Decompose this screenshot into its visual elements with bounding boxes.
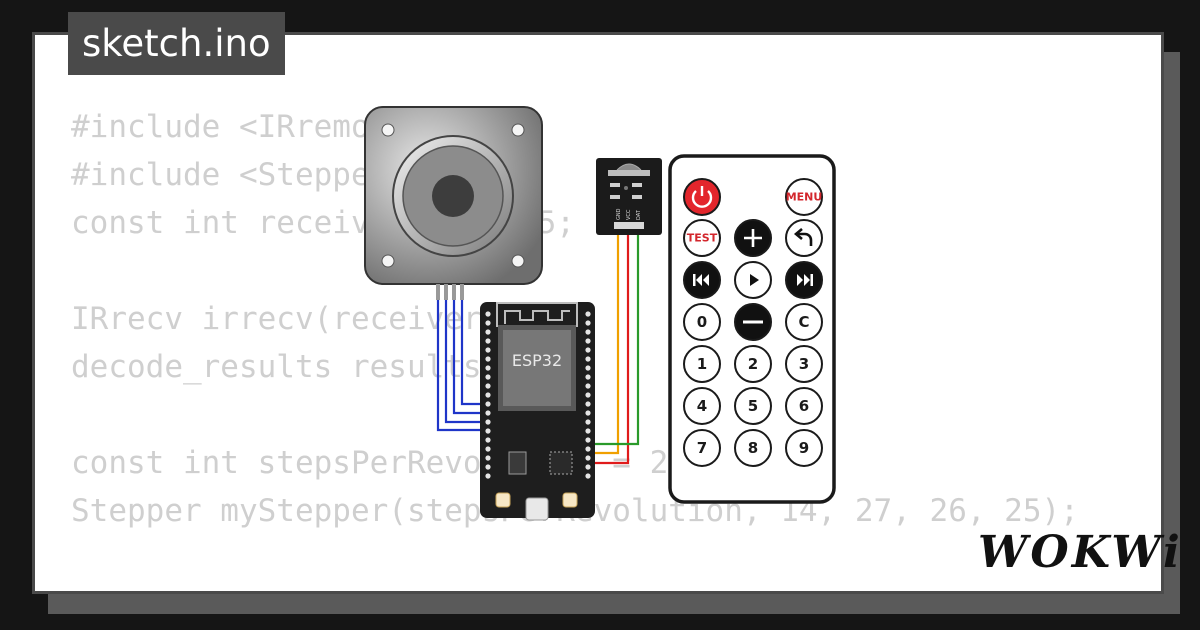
- code-line: void setup() {: [71, 583, 1079, 591]
- plus-icon: [744, 229, 762, 247]
- remote-buttons: MENU TEST 0 C 1 2 3 4 5 6 7 8 9: [683, 178, 823, 467]
- code-line: decode_results results;: [71, 349, 501, 385]
- esp32-chip-label: ESP32: [512, 351, 562, 370]
- next-track-icon: [797, 274, 813, 286]
- remote-1-button-label: 1: [697, 355, 707, 373]
- remote-7-button-label: 7: [697, 439, 707, 457]
- ir-receiver-wires: [592, 232, 640, 465]
- wokwi-logo: WOKWi: [978, 527, 1183, 578]
- ir-remote[interactable]: MENU TEST 0 C 1 2 3 4 5 6 7 8 9: [668, 154, 836, 504]
- remote-6-button[interactable]: 6: [785, 387, 823, 425]
- remote-3-button[interactable]: 3: [785, 345, 823, 383]
- remote-4-button-label: 4: [697, 397, 707, 415]
- esp32-right-pins: [585, 311, 591, 479]
- remote-minus-button[interactable]: [734, 303, 772, 341]
- remote-menu-button[interactable]: MENU: [785, 178, 823, 216]
- power-icon: [691, 186, 713, 208]
- remote-power-button[interactable]: [683, 178, 721, 216]
- remote-c-button[interactable]: C: [785, 303, 823, 341]
- remote-9-button-label: 9: [799, 439, 809, 457]
- remote-6-button-label: 6: [799, 397, 809, 415]
- remote-c-button-label: C: [798, 313, 809, 331]
- remote-4-button[interactable]: 4: [683, 387, 721, 425]
- remote-3-button-label: 3: [799, 355, 809, 373]
- remote-0-button[interactable]: 0: [683, 303, 721, 341]
- remote-test-button-label: TEST: [687, 232, 718, 245]
- file-tab[interactable]: sketch.ino: [68, 12, 285, 75]
- stepper-wires: [436, 285, 487, 432]
- stepper-motor[interactable]: [364, 106, 543, 300]
- play-icon: [750, 274, 759, 286]
- remote-next-button[interactable]: [785, 261, 823, 299]
- remote-menu-button-label: MENU: [786, 191, 823, 204]
- prev-track-icon: [693, 274, 709, 286]
- ir-pin-vcc-label: VCC: [626, 209, 632, 220]
- ir-pin-gnd-label: GND: [616, 208, 622, 220]
- remote-test-button[interactable]: TEST: [683, 219, 721, 257]
- remote-back-button[interactable]: [785, 219, 823, 257]
- remote-2-button-label: 2: [748, 355, 758, 373]
- esp32-left-pins: [485, 311, 491, 479]
- remote-5-button-label: 5: [748, 397, 758, 415]
- remote-5-button[interactable]: 5: [734, 387, 772, 425]
- esp32-board[interactable]: ESP32: [480, 302, 595, 521]
- back-arrow-icon: [793, 228, 813, 246]
- remote-9-button[interactable]: 9: [785, 429, 823, 467]
- remote-0-button-label: 0: [697, 313, 707, 331]
- ir-receiver[interactable]: GND VCC DAT: [596, 158, 662, 235]
- remote-1-button[interactable]: 1: [683, 345, 721, 383]
- remote-play-button[interactable]: [734, 261, 772, 299]
- remote-2-button[interactable]: 2: [734, 345, 772, 383]
- remote-prev-button[interactable]: [683, 261, 721, 299]
- remote-7-button[interactable]: 7: [683, 429, 721, 467]
- ir-pin-dat-label: DAT: [636, 209, 642, 220]
- remote-8-button-label: 8: [748, 439, 758, 457]
- remote-8-button[interactable]: 8: [734, 429, 772, 467]
- remote-plus-button[interactable]: [734, 219, 772, 257]
